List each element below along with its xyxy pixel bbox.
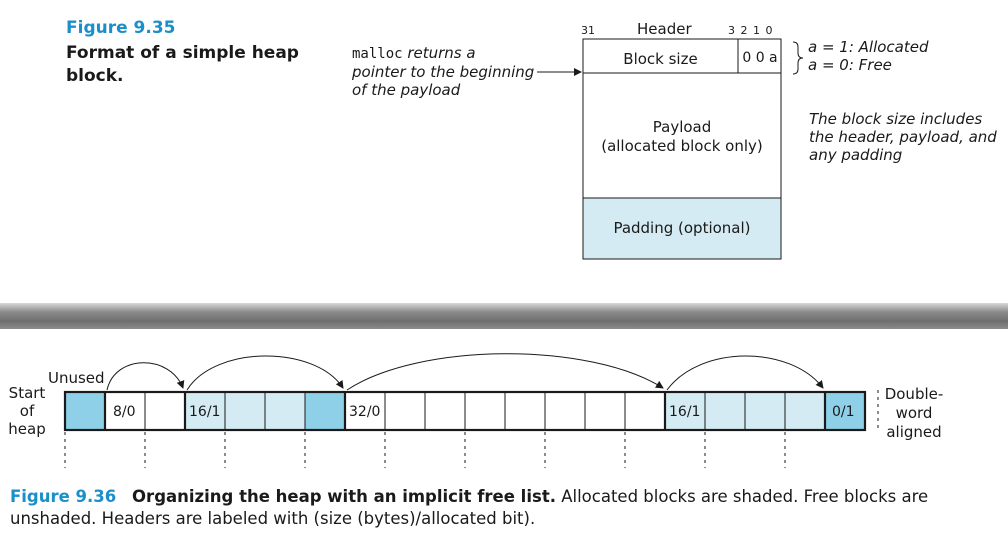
figure-9-35-title: Format of a simple heap block. (66, 42, 299, 88)
payload-label-1: Payload (652, 118, 712, 136)
alloc-legend: a = 1: Allocated a = 0: Free (808, 38, 929, 74)
payload-label-2: (allocated block only) (601, 137, 763, 155)
dw-label-2: word (895, 404, 933, 422)
block3-word (544, 391, 586, 431)
malloc-text-2: pointer to the beginning (352, 63, 535, 81)
header-label-0-1: 0/1 (832, 404, 855, 420)
header-label-16-1-b: 16/1 (669, 404, 700, 420)
block-size-note-1: The block size includes (809, 110, 983, 128)
double-word-aligned-label: Double- word aligned (884, 385, 944, 442)
header-label: Header (637, 20, 692, 38)
unused-word (64, 391, 106, 431)
double-word-markers (64, 390, 879, 468)
dw-label-3: aligned (886, 423, 942, 441)
block1-word (144, 391, 186, 431)
heap-outline (63, 390, 867, 432)
block4-word (744, 391, 786, 431)
figure-9-35-title-line2: block. (66, 66, 124, 86)
alloc-bit-brace (792, 41, 804, 75)
block2-word (224, 391, 266, 431)
block-size-note-3: any padding (809, 146, 903, 164)
block2-word (264, 391, 306, 431)
malloc-code: malloc (352, 46, 403, 62)
padding-label: Padding (optional) (613, 219, 751, 237)
block-size-note-2: the header, payload, and (809, 128, 997, 146)
start-label-1: Start (8, 384, 46, 402)
bits-low-label: 3 2 1 0 (728, 24, 774, 37)
alloc-legend-0: a = 0: Free (808, 56, 892, 74)
heap-block-diagram (537, 38, 804, 260)
caption-text: Allocated blocks are shaded. Free blocks… (10, 487, 929, 528)
dw-label-1: Double- (884, 385, 944, 403)
block1-header (104, 391, 146, 431)
header-label-8-0: 8/0 (113, 404, 136, 420)
figure-9-36-caption: Figure 9.36 Organizing the heap with an … (10, 486, 1000, 530)
alloc-bits-label: 0 0 a (742, 50, 778, 66)
start-of-heap-label: Start of heap (6, 384, 48, 438)
start-label-3: heap (8, 420, 46, 438)
block3-word (424, 391, 466, 431)
block4-word (704, 391, 746, 431)
bit-31-label: 31 (581, 24, 595, 37)
header-arcs (106, 353, 824, 391)
block3-word (624, 391, 666, 431)
malloc-text-1: returns a (402, 44, 476, 62)
payload-area (582, 72, 782, 199)
header-row (582, 38, 782, 74)
block3-word (584, 391, 626, 431)
implicit-free-list-diagram: 8/0 16/1 32/0 16/1 0/1 (63, 353, 879, 468)
figure-9-35-title-line1: Format of a simple heap (66, 43, 299, 63)
payload-label: Payload (allocated block only) (583, 118, 781, 156)
header-label-32-0: 32/0 (349, 404, 380, 420)
header-label-16-1: 16/1 (189, 404, 220, 420)
malloc-arrow-head (574, 68, 582, 76)
unused-label: Unused (48, 369, 105, 387)
block-size-label: Block size (623, 50, 698, 68)
section-divider (0, 303, 1008, 329)
malloc-annotation: malloc returns a pointer to the beginnin… (352, 44, 534, 99)
block4-word (784, 391, 826, 431)
caption-title: Organizing the heap with an implicit fre… (132, 487, 556, 506)
block3-word (464, 391, 506, 431)
padding-area (582, 197, 782, 260)
alloc-legend-1: a = 1: Allocated (808, 38, 929, 56)
block3-word (504, 391, 546, 431)
caption-number: Figure 9.36 (10, 487, 117, 506)
block3-word (384, 391, 426, 431)
malloc-text-3: of the payload (352, 81, 461, 99)
block-size-note: The block size includes the header, payl… (809, 110, 997, 164)
block2-padding (304, 391, 346, 431)
figure-9-35-number: Figure 9.35 (66, 18, 176, 38)
start-label-2: of (19, 402, 35, 420)
